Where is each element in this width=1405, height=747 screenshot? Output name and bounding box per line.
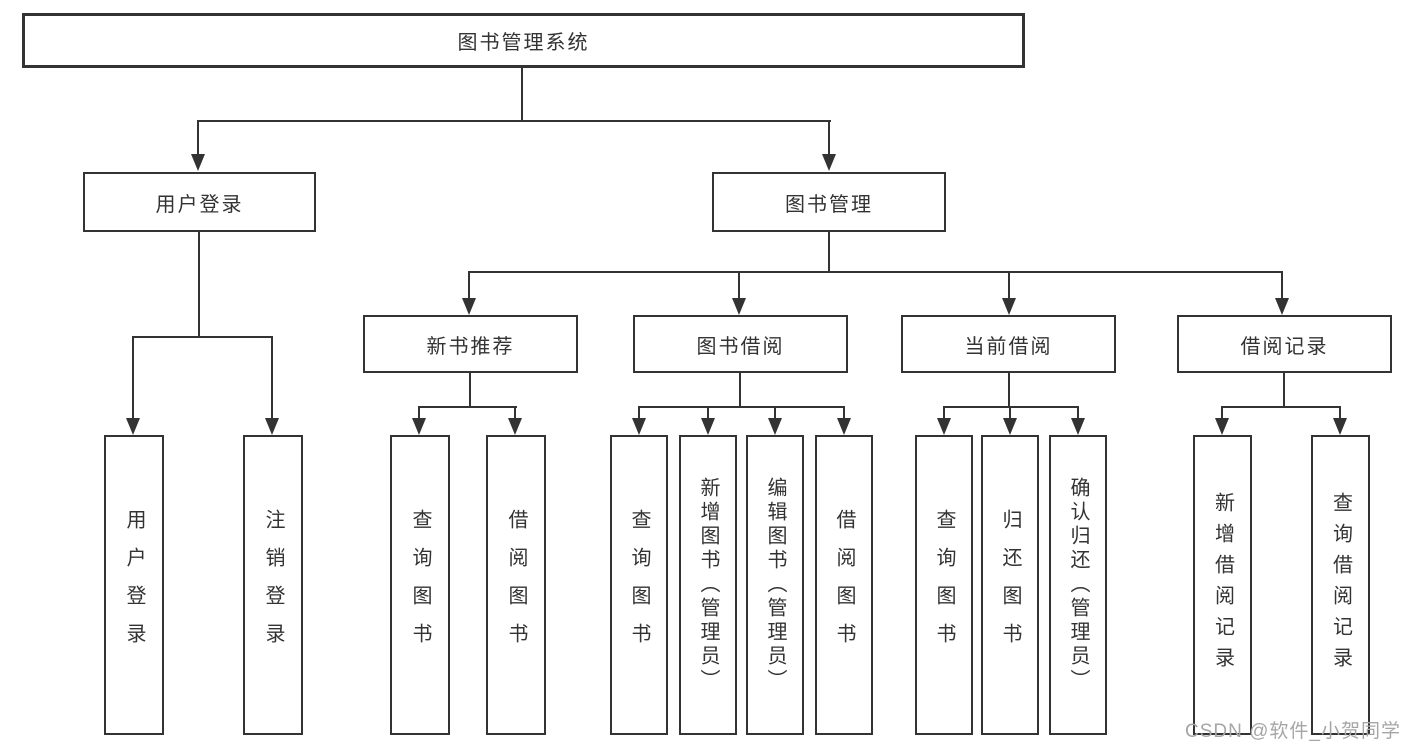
node-leaf-br-add-record-label: 新增借阅记录 [1211,492,1234,678]
node-leaf-cb-return-books-label: 归还图书 [999,509,1021,661]
arrow-down-icon [701,418,715,435]
connector-line [514,406,516,420]
node-leaf-user-login: 用户登录 [104,435,164,735]
node-leaf-cb-query-books: 查询图书 [915,435,973,735]
arrow-down-icon [822,154,836,171]
node-leaf-rec-query-books: 查询图书 [390,435,450,735]
connector-line [1008,373,1010,408]
arrow-down-icon [837,418,851,435]
connector-line [1283,373,1285,408]
node-leaf-rec-borrow-books-label: 借阅图书 [505,509,527,661]
node-current-borrowing-label: 当前借阅 [964,335,1053,358]
node-leaf-logout-label: 注销登录 [262,509,284,661]
connector-line [418,406,420,420]
arrow-down-icon [937,418,951,435]
connector-line [198,232,200,338]
connector-line [707,406,709,420]
connector-line [1281,271,1283,300]
node-leaf-bb-edit-books: 编辑图书（管理员） [746,435,804,735]
node-new-book-recommend-label: 新书推荐 [426,335,515,358]
connector-line [521,68,523,122]
node-leaf-cb-confirm-return: 确认归还（管理员） [1049,435,1107,735]
node-leaf-bb-query-books: 查询图书 [610,435,668,735]
node-user-login-group: 用户登录 [83,172,316,232]
connector-line [774,406,776,420]
connector-line [198,120,831,122]
connector-line [468,271,470,300]
arrow-down-icon [732,298,746,315]
node-leaf-cb-query-books-label: 查询图书 [933,509,955,661]
arrow-down-icon [768,418,782,435]
connector-line [1221,406,1223,420]
arrow-down-icon [1002,298,1016,315]
connector-line [197,120,199,156]
node-current-borrowing: 当前借阅 [901,315,1116,373]
connector-line [828,120,830,156]
arrow-down-icon [632,418,646,435]
connector-line [1339,406,1341,420]
arrow-down-icon [462,298,476,315]
node-leaf-bb-borrow-books: 借阅图书 [815,435,873,735]
connector-line [133,336,273,338]
connector-line [469,373,471,408]
arrow-down-icon [1215,418,1229,435]
arrow-down-icon [1275,298,1289,315]
node-user-login-group-label: 用户登录 [155,193,244,216]
node-borrowing-records: 借阅记录 [1177,315,1392,373]
connector-line [132,336,134,420]
arrow-down-icon [126,418,140,435]
node-leaf-br-query-record-label: 查询借阅记录 [1329,492,1352,678]
connector-line [271,336,273,420]
node-leaf-bb-edit-books-label: 编辑图书（管理员） [764,477,786,693]
connector-line [739,373,741,408]
node-leaf-bb-query-books-label: 查询图书 [628,509,650,661]
arrow-down-icon [412,418,426,435]
arrow-down-icon [1003,418,1017,435]
connector-line [738,271,740,300]
connector-line [843,406,845,420]
connector-line [1008,271,1010,300]
arrow-down-icon [508,418,522,435]
connector-line [1221,406,1341,408]
connector-line [638,406,845,408]
node-book-management-label: 图书管理 [785,193,873,216]
node-book-borrowing: 图书借阅 [633,315,848,373]
connector-line [638,406,640,420]
connector-line [469,271,1283,273]
connector-line [943,406,1079,408]
connector-line [1009,406,1011,420]
arrow-down-icon [265,418,279,435]
node-book-borrowing-label: 图书借阅 [696,335,785,358]
csdn-watermark: CSDN @软件_小贺同学 [1185,721,1401,742]
node-new-book-recommend: 新书推荐 [363,315,578,373]
arrow-down-icon [1333,418,1347,435]
node-leaf-cb-confirm-return-label: 确认归还（管理员） [1067,477,1089,693]
node-leaf-bb-borrow-books-label: 借阅图书 [833,509,855,661]
node-leaf-user-login-label: 用户登录 [123,509,145,661]
arrow-down-icon [1071,418,1085,435]
node-root-label: 图书管理系统 [457,32,590,54]
node-leaf-br-query-record: 查询借阅记录 [1311,435,1370,735]
connector-line [828,232,830,273]
arrow-down-icon [191,154,205,171]
node-leaf-rec-borrow-books: 借阅图书 [486,435,546,735]
node-leaf-logout: 注销登录 [243,435,303,735]
node-leaf-bb-add-books: 新增图书（管理员） [679,435,737,735]
node-leaf-br-add-record: 新增借阅记录 [1193,435,1252,735]
node-borrowing-records-label: 借阅记录 [1240,335,1329,358]
node-leaf-bb-add-books-label: 新增图书（管理员） [697,477,719,693]
connector-line [418,406,517,408]
node-book-management: 图书管理 [712,172,946,232]
node-leaf-cb-return-books: 归还图书 [981,435,1039,735]
connector-line [943,406,945,420]
node-root: 图书管理系统 [22,13,1025,68]
node-leaf-rec-query-books-label: 查询图书 [409,509,431,661]
connector-line [1077,406,1079,420]
